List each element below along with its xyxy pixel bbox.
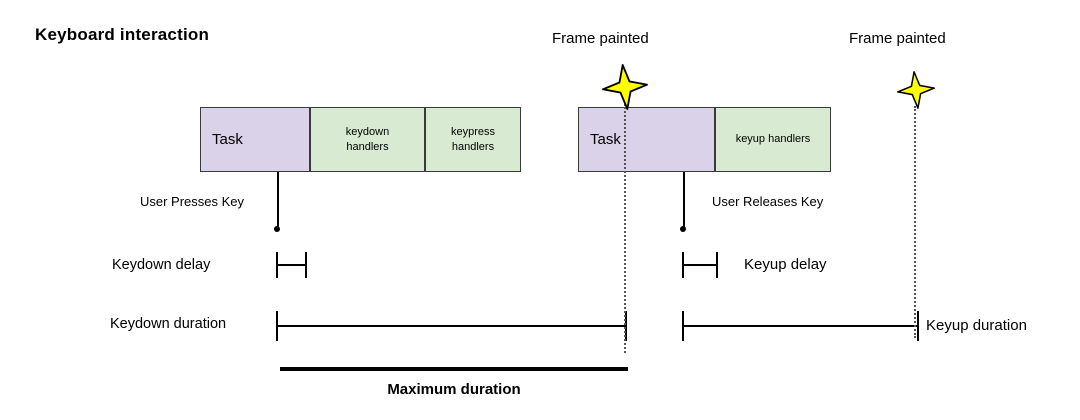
frame-painted-star-icon-1: [599, 61, 651, 113]
diagram-title: Keyboard interaction: [35, 25, 210, 44]
release-event-dot: [680, 226, 686, 232]
keyup-duration-end-tick: [917, 311, 919, 341]
press-event-dot: [274, 226, 280, 232]
keyup-duration-label: Keyup duration: [926, 317, 1027, 334]
segment-label: keyup handlers: [735, 133, 811, 146]
keydown-duration-end-tick: [625, 311, 627, 341]
keyup-delay-line: [682, 264, 718, 266]
keypress-handlers-segment: keypress handlers: [425, 107, 521, 172]
segment-label: Task: [212, 131, 243, 148]
keyup-delay-end-tick: [716, 252, 718, 278]
maximum-duration-bar: [280, 367, 628, 371]
keydown-duration-line: [276, 325, 627, 327]
keyup-duration-line: [682, 325, 919, 327]
release-connector-line: [683, 172, 685, 228]
frame-paint-dotted-line-1: [624, 104, 626, 353]
frame-painted-label-1: Frame painted: [552, 30, 649, 47]
keydown-delay-end-tick: [305, 252, 307, 278]
segment-label: keypress handlers: [450, 126, 496, 153]
maximum-duration-label: Maximum duration: [387, 381, 521, 398]
segment-label: Task: [590, 131, 621, 148]
user-presses-key-label: User Presses Key: [140, 194, 245, 209]
frame-paint-dotted-line-2: [914, 106, 916, 338]
keydown-task-segment: Task: [200, 107, 310, 172]
star-shape: [895, 69, 937, 111]
star-shape: [599, 61, 651, 113]
frame-painted-label-2: Frame painted: [849, 30, 946, 47]
segment-label: keydown handlers: [345, 126, 390, 153]
keyup-delay-label: Keyup delay: [744, 256, 827, 273]
keyup-task-segment: Task: [578, 107, 715, 172]
keydown-duration-label: Keydown duration: [110, 316, 227, 332]
frame-painted-star-icon-2: [895, 69, 937, 111]
keydown-delay-label: Keydown delay: [112, 257, 211, 273]
user-releases-key-label: User Releases Key: [712, 194, 824, 209]
press-connector-line: [277, 172, 279, 228]
keyup-handlers-segment: keyup handlers: [715, 107, 831, 172]
keydown-delay-line: [276, 264, 307, 266]
keydown-handlers-segment: keydown handlers: [310, 107, 425, 172]
